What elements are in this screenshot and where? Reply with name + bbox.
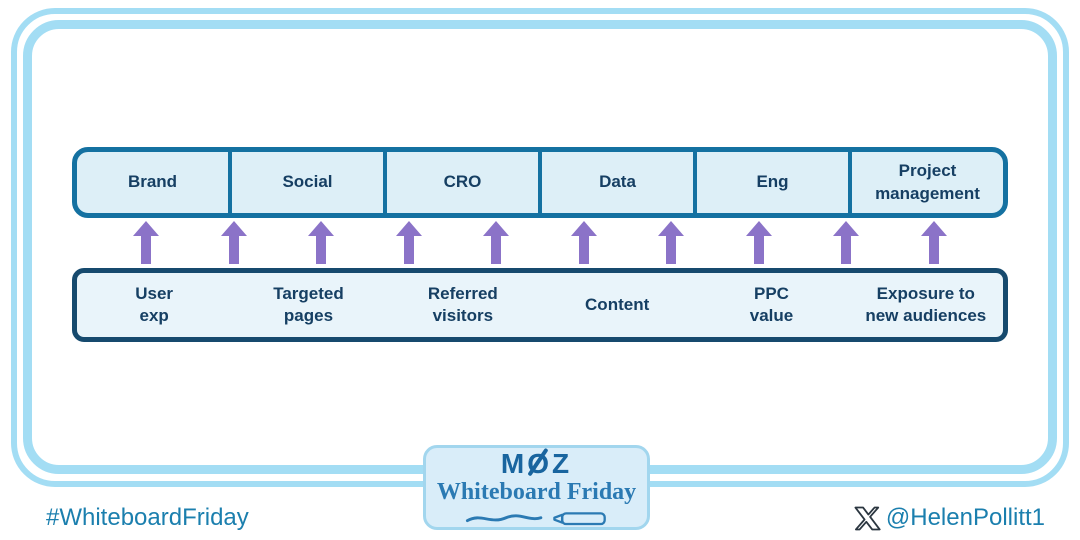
benefit-label: Targeted pages	[273, 283, 344, 325]
moz-whiteboard-friday-badge: MOZ Whiteboard Friday	[423, 445, 650, 530]
author-handle-text: @HelenPollitt1	[885, 504, 1045, 531]
benefit-label: Referred visitors	[427, 283, 498, 325]
whiteboard-friday-title: Whiteboard Friday	[436, 479, 637, 505]
up-arrow-icon	[395, 221, 422, 264]
x-logo-icon	[854, 506, 881, 530]
up-arrow-icon	[308, 221, 335, 264]
benefit-cell-content: Content	[540, 273, 694, 337]
marker-scribble-icon	[465, 511, 606, 525]
up-arrow-icon	[745, 221, 772, 264]
department-cell-project-management: Project management	[852, 152, 1003, 213]
arrows-row	[72, 221, 1008, 265]
department-cell-eng: Eng	[697, 152, 852, 213]
benefit-label: PPC value	[749, 283, 794, 325]
benefit-label: Content	[585, 294, 650, 314]
benefit-cell-referred-visitors: Referred visitors	[386, 273, 540, 337]
benefit-label: Exposure to new audiences	[865, 283, 987, 325]
benefit-cell-ppc-value: PPC value	[694, 273, 848, 337]
up-arrow-icon	[483, 221, 510, 264]
benefit-cell-user-exp: User exp	[77, 273, 231, 337]
department-label: Data	[599, 172, 636, 192]
departments-bar: Brand Social CRO Data Eng Project manage…	[72, 147, 1008, 218]
author-handle: @HelenPollitt1	[854, 504, 1045, 532]
benefit-label: User exp	[135, 283, 174, 325]
department-label: Social	[282, 172, 333, 192]
department-label: Project management	[875, 161, 980, 203]
up-arrow-icon	[920, 221, 947, 264]
department-cell-cro: CRO	[387, 152, 542, 213]
whiteboard-friday-hashtag: #WhiteboardFriday	[46, 504, 249, 531]
up-arrow-icon	[570, 221, 597, 264]
department-cell-social: Social	[232, 152, 387, 213]
department-label: Brand	[127, 172, 178, 192]
benefits-bar: User exp Targeted pages Referred visitor…	[72, 268, 1008, 342]
up-arrow-icon	[658, 221, 685, 264]
up-arrow-icon	[133, 221, 159, 264]
department-cell-brand: Brand	[77, 152, 232, 213]
up-arrow-icon	[220, 221, 247, 264]
department-cell-data: Data	[542, 152, 697, 213]
department-label: Eng	[756, 172, 789, 192]
up-arrow-icon	[833, 221, 860, 264]
benefit-cell-targeted-pages: Targeted pages	[231, 273, 385, 337]
department-label: CRO	[443, 172, 482, 192]
benefit-cell-exposure: Exposure to new audiences	[849, 273, 1003, 337]
moz-logo: MOZ	[501, 447, 572, 478]
